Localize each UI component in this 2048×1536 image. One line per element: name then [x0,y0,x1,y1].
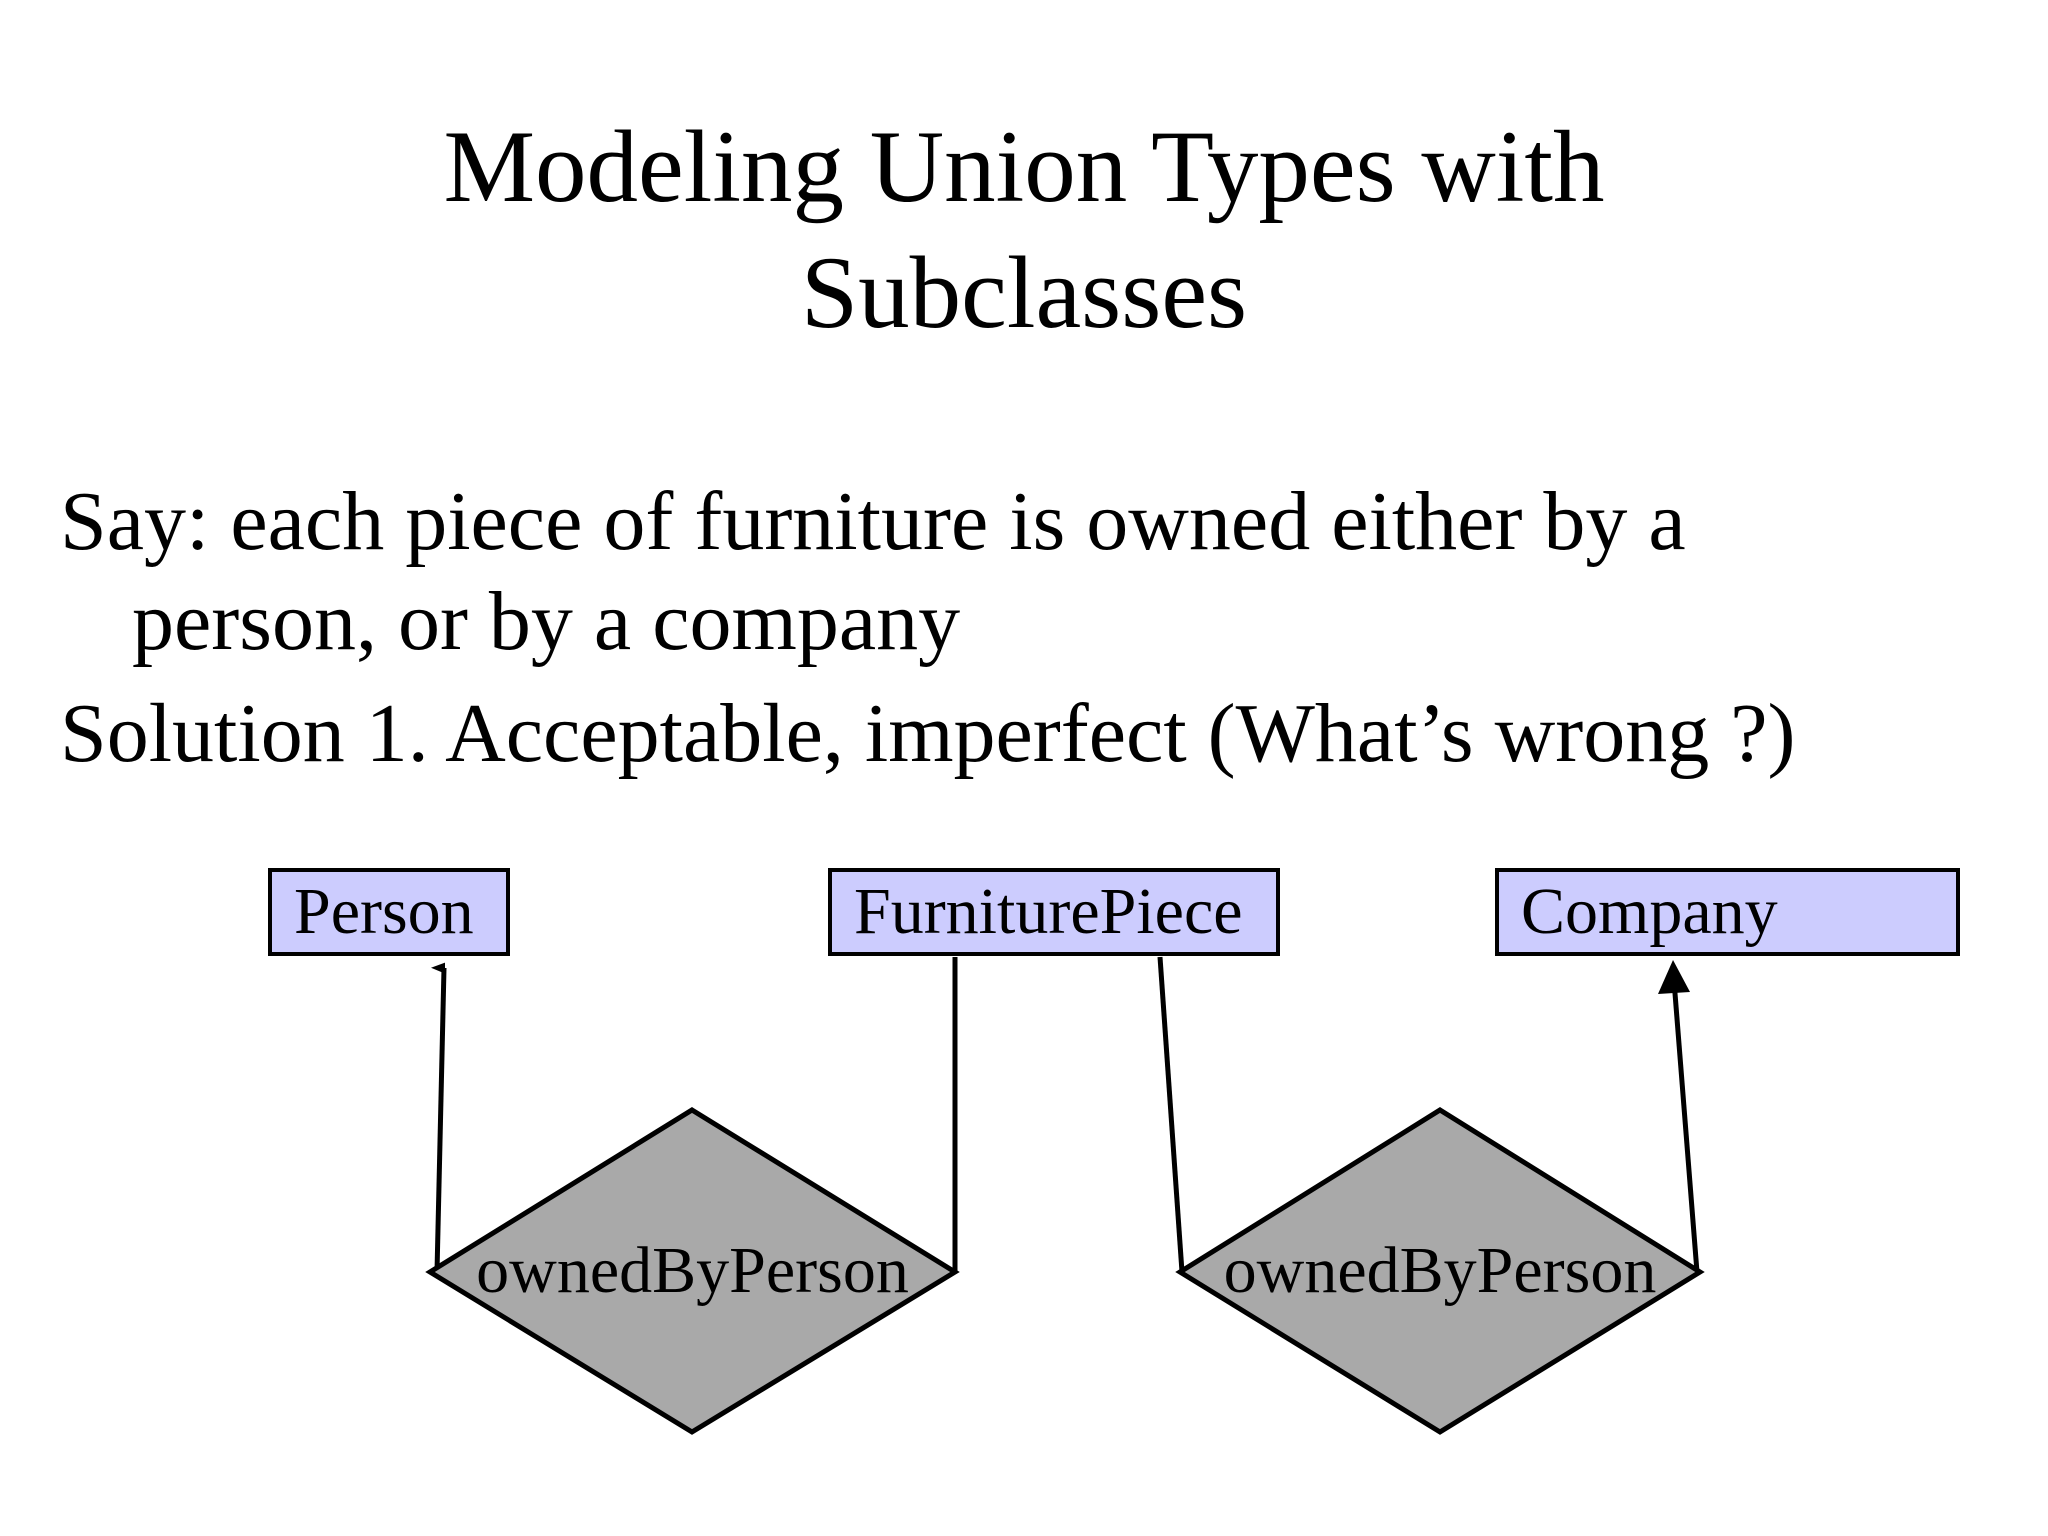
entity-box-person[interactable]: Person [268,868,510,956]
relationship-label-owned-by-person-left: ownedByPerson [476,1234,909,1307]
title-line-1: Modeling Union Types with [443,110,1605,224]
entity-box-company[interactable]: Company [1495,868,1960,956]
entity-label-person: Person [294,875,474,948]
bullet-item-1: Say: each piece of furniture is owned ei… [60,472,2040,672]
title-line-2: Subclasses [800,236,1248,350]
edge-furniture-piece-to-owned-by-person-right [1157,956,1185,1273]
relationship-label-owned-by-person-right: ownedByPerson [1223,1234,1657,1307]
bullet-item-2: Solution 1. Acceptable, imperfect (What’… [60,684,2040,784]
entity-box-furniture-piece[interactable]: FurniturePiece [828,868,1280,956]
entity-label-company: Company [1521,875,1778,948]
bullet-2-line-1: Solution 1. Acceptable, imperfect (What’… [60,687,1796,780]
entity-label-furniture-piece: FurniturePiece [854,875,1243,948]
arrowhead-company [1658,960,1690,994]
bullet-1-line-2: person, or by a company [132,575,961,668]
slide-title: Modeling Union Types with Subclasses [0,104,2048,356]
edge-owned-by-person-left-to-person [431,962,447,1273]
slide-body: Say: each piece of furniture is owned ei… [60,472,2040,796]
bullet-1-line-1: Say: each piece of furniture is owned ei… [60,475,1686,568]
edge-owned-by-person-right-to-company [1670,967,1700,1273]
